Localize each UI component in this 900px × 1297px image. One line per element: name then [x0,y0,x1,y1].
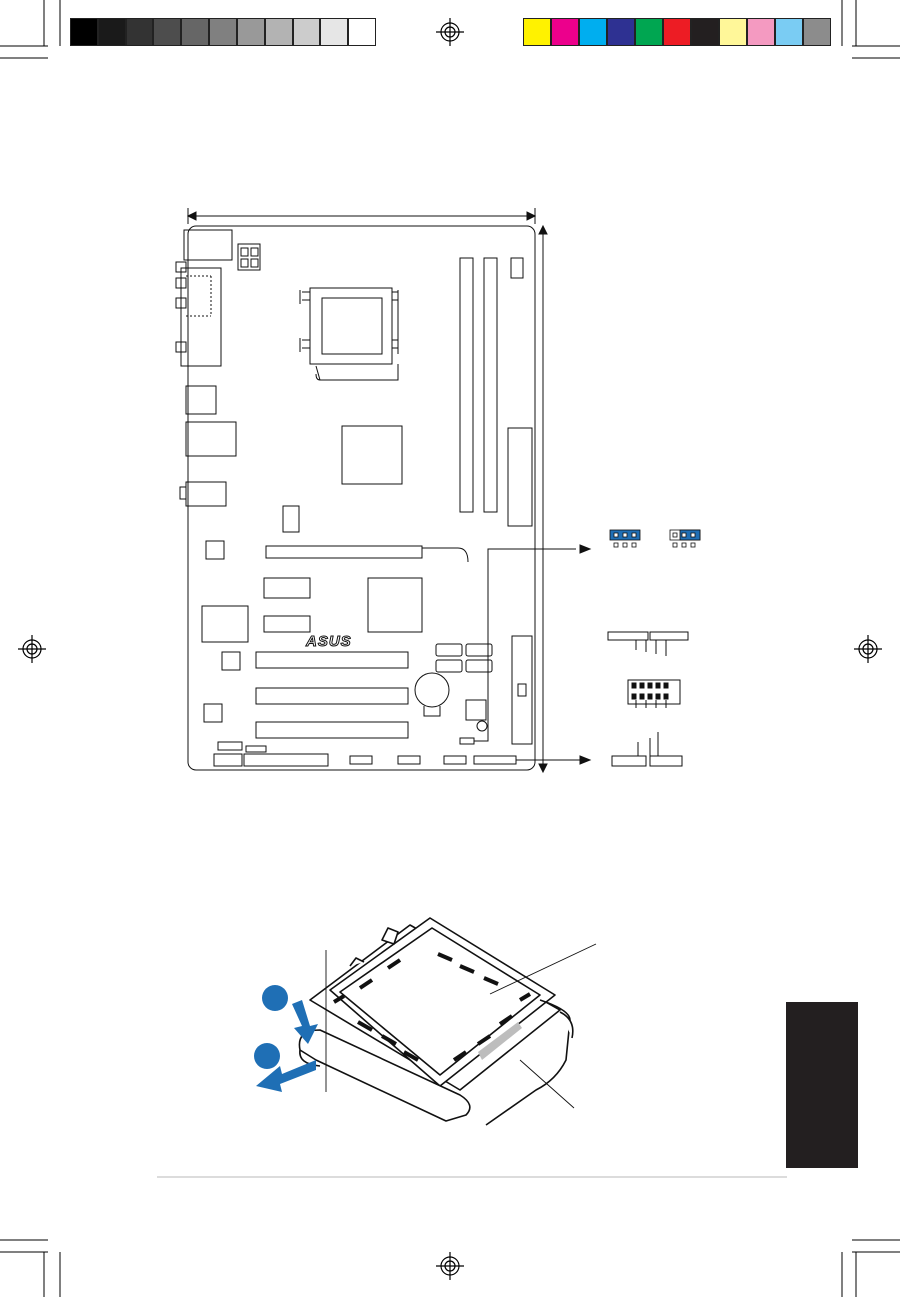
cpu-socket-illustration [254,917,597,1126]
sata-port [465,643,493,657]
front-panel-detail [607,631,689,767]
northbridge-chip [341,425,403,485]
color-swatch-10 [803,18,831,46]
arrow-pull-icon [256,1060,316,1092]
gray-swatch-3 [153,18,182,46]
arrow-down-icon [292,1000,318,1044]
color-swatch-4 [635,18,663,46]
arrowhead [186,211,197,221]
cpu-fan-header [510,257,524,279]
color-swatch-5 [663,18,691,46]
leader-line [489,943,597,995]
atx12v-connector [237,243,261,271]
color-swatch-7 [719,18,747,46]
dimm-slot-b [483,257,498,513]
registration-target-top [436,18,464,46]
lan-port [185,421,237,457]
usb-port [185,385,217,415]
gray-swatch-0 [70,18,98,46]
sata-port [465,659,493,673]
jumper-detail [609,529,701,548]
pcie-x16-slot [265,545,423,559]
socket-lever [315,364,399,381]
color-swatch-0 [523,18,551,46]
color-swatch-6 [691,18,719,46]
ps2-port [183,229,233,261]
sata-port [435,643,463,657]
arrowhead [538,224,548,235]
pci-slot-1 [255,651,409,669]
atx24-connector [507,427,533,527]
arrowhead [526,211,537,221]
sata-port [435,659,463,673]
board-outline [187,225,536,771]
leader-line [519,1059,575,1109]
color-swatch-8 [747,18,775,46]
step-2-marker [254,1043,280,1069]
gray-swatch-4 [181,18,210,46]
floppy-connector [243,753,329,767]
gray-swatch-1 [97,18,126,46]
color-swatch-3 [607,18,635,46]
gray-swatch-7 [264,18,293,46]
brand-logo: ASUS [306,633,352,651]
southbridge-chip [367,577,423,633]
action-arrows [254,985,318,1092]
callout-line-jumper [474,548,576,742]
gray-swatch-9 [320,18,349,46]
dimm-slot-a [459,257,474,513]
arrowhead [538,763,548,774]
gray-calibration-strip [70,18,376,46]
gray-swatch-5 [209,18,237,46]
ide-connector [511,635,533,745]
registration-target-left [18,635,46,663]
gray-swatch-8 [292,18,321,46]
floppy-power-header [213,753,243,767]
pci-slot-3 [255,721,409,739]
vga-port [180,267,222,367]
socket-lever [298,1029,471,1122]
chapter-side-tab [786,1002,858,1168]
color-calibration-strip [523,18,831,46]
color-swatch-9 [775,18,803,46]
cmos-battery [414,672,450,708]
step-1-marker [262,985,288,1011]
footer-rule [157,1176,787,1178]
cpu-socket [309,287,393,365]
gray-swatch-2 [125,18,154,46]
registration-target-right [854,635,882,663]
motherboard-layout-diagram [175,208,701,774]
registration-target-bottom [436,1252,464,1280]
gray-swatch-6 [236,18,265,46]
color-swatch-2 [579,18,607,46]
color-swatch-1 [551,18,579,46]
gray-swatch-10 [348,18,376,46]
pci-slot-2 [255,687,409,705]
